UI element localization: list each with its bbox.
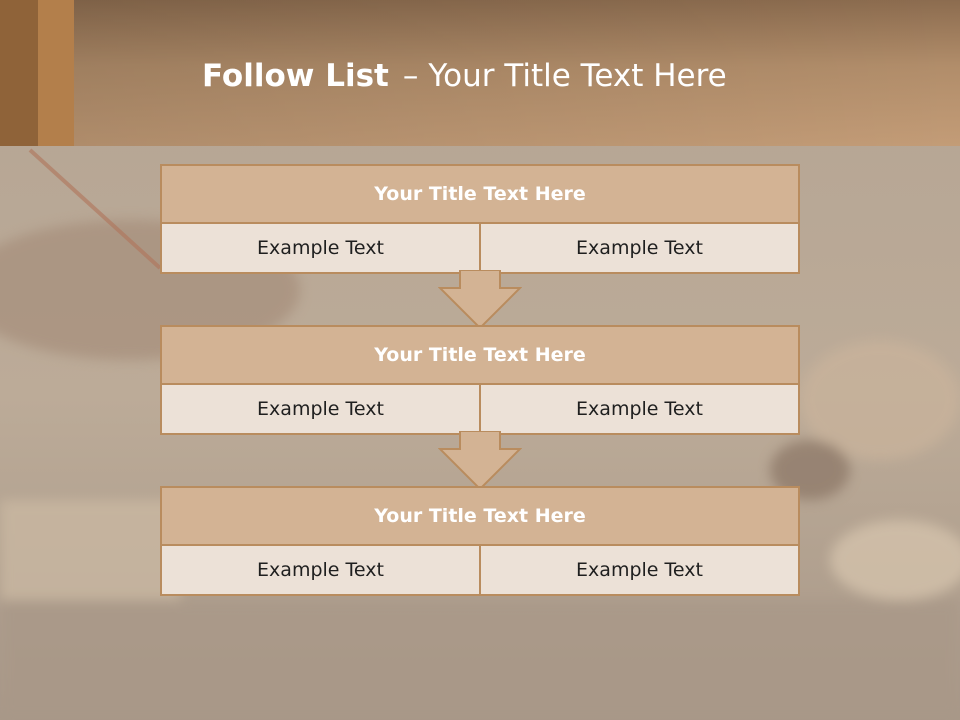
accent-stripe-dark [0,0,38,146]
title-bar [0,0,960,146]
down-arrow-1 [438,270,522,330]
block-3-cell-left: Example Text [162,546,479,594]
block-1-row: Example Text Example Text [162,224,798,272]
header-shade [74,0,960,146]
block-2-row: Example Text Example Text [162,385,798,433]
list-block-1: Your Title Text Here Example Text Exampl… [160,164,800,274]
slide-title-rest: Your Title Text Here [428,58,727,94]
list-block-2: Your Title Text Here Example Text Exampl… [160,325,800,435]
list-block-3: Your Title Text Here Example Text Exampl… [160,486,800,596]
block-1-title: Your Title Text Here [162,166,798,224]
block-3-row: Example Text Example Text [162,546,798,594]
block-3-title: Your Title Text Here [162,488,798,546]
slide-title-bold: Follow List [202,58,389,94]
slide-title-separator: – [402,58,419,94]
block-2-title: Your Title Text Here [162,327,798,385]
block-2-cell-left: Example Text [162,385,479,433]
block-3-cell-right: Example Text [479,546,798,594]
down-arrow-2 [438,431,522,491]
block-2-cell-right: Example Text [479,385,798,433]
slide-title: Follow List–Your Title Text Here [202,56,727,96]
block-1-cell-right: Example Text [479,224,798,272]
block-1-cell-left: Example Text [162,224,479,272]
accent-stripe-light [38,0,74,146]
